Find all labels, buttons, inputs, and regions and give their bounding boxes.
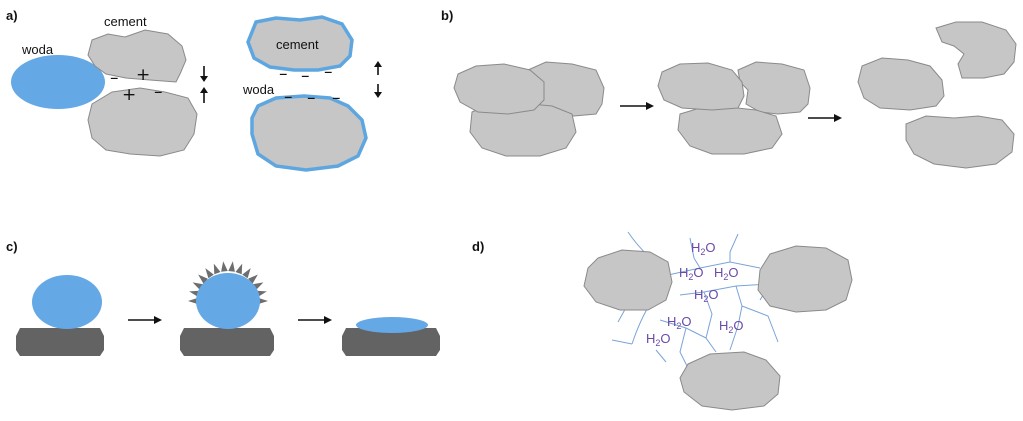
plus-sign: +: [136, 65, 150, 85]
cement-particle-lower: [87, 87, 198, 157]
spread-water-film: [356, 317, 428, 333]
vertical-double-arrow-icon: [374, 61, 382, 98]
hydrate-spike: [205, 268, 214, 279]
h2o-label: H2O: [719, 318, 744, 335]
panel-c: c): [6, 239, 440, 356]
substrate-block: [16, 328, 104, 356]
particle-splitting-top-left: [657, 62, 745, 111]
hydrate-spike: [213, 263, 221, 275]
hydrate-spike: [257, 297, 268, 305]
water-droplet-with-hydrates: [196, 273, 260, 329]
minus-sign: –: [301, 66, 310, 86]
hydrate-spike: [188, 297, 199, 305]
minus-sign: –: [324, 62, 333, 82]
h2o-label: H2O: [667, 314, 692, 331]
minus-sign: –: [110, 68, 119, 88]
woda-label-left: woda: [21, 42, 54, 57]
minus-sign: –: [307, 88, 316, 108]
plus-sign: +: [122, 85, 136, 105]
woda-label-right: woda: [242, 82, 275, 97]
hydration-spikes: [188, 261, 268, 305]
h2o-label: H2O: [694, 287, 719, 304]
panel-a-label: a): [6, 8, 18, 23]
particle-splitting-top-right: [737, 61, 811, 115]
cement-particle: [583, 249, 673, 311]
minus-sign: –: [332, 88, 341, 108]
h2o-label: H2O: [714, 265, 739, 282]
water-droplet: [32, 275, 102, 329]
hydrate-spike: [235, 263, 243, 275]
panel-d-label: d): [472, 239, 484, 254]
cement-particle: [679, 351, 781, 411]
hydrate-spike: [228, 261, 235, 272]
cement-label-left: cement: [104, 14, 147, 29]
panel-b: b): [441, 8, 1017, 169]
panel-d: d) H2O H2O H2O H2O H2O: [472, 231, 853, 411]
coated-cement-particle-upper: [246, 15, 354, 72]
panel-a: a) woda cement – + + – cement woda – – –: [6, 8, 382, 172]
panel-c-label: c): [6, 239, 18, 254]
particle-separated-bottom-right: [905, 115, 1015, 169]
hydrate-spike: [221, 261, 228, 272]
cement-label-right: cement: [276, 37, 319, 52]
substrate-block: [180, 328, 274, 356]
particle-separated-top-right: [935, 21, 1017, 79]
particle-separated-left: [857, 57, 945, 111]
minus-sign: –: [284, 87, 293, 107]
particle-cluster-top-left: [453, 63, 545, 115]
h2o-label: H2O: [646, 331, 671, 348]
minus-sign: –: [279, 64, 288, 84]
h2o-label: H2O: [679, 265, 704, 282]
substrate-block: [342, 328, 440, 356]
hydrate-spike: [242, 268, 251, 279]
panel-b-label: b): [441, 8, 453, 23]
coated-cement-particle-lower: [250, 94, 368, 172]
cement-particle-upper: [87, 29, 187, 83]
h2o-label: H2O: [691, 240, 716, 257]
particle-splitting-bottom: [677, 106, 783, 155]
cement-particle: [757, 245, 853, 313]
capillary-network: [611, 231, 783, 369]
minus-sign: –: [154, 82, 163, 102]
water-droplet: [11, 55, 105, 109]
vertical-double-arrow-icon: [200, 66, 208, 103]
